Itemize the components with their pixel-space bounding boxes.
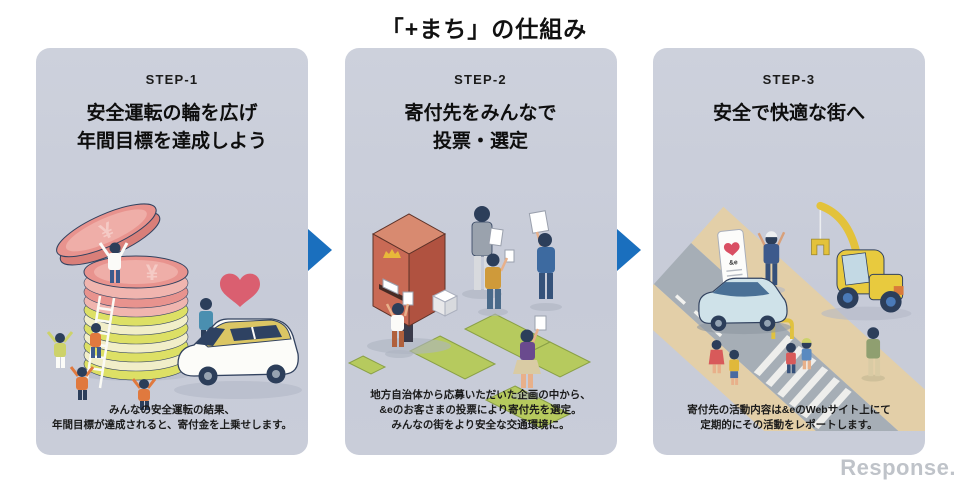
coin-stack-top-coin: ¥ bbox=[83, 255, 189, 289]
coin-stack-van-illustration: ¥ ¥ bbox=[46, 203, 302, 410]
step-2-caption: 地方自治体から応募いただいた企画の中から、 &eのお客さまの投票により寄付先を選… bbox=[345, 388, 617, 433]
helmet-icon bbox=[765, 231, 778, 238]
caption-line: 地方自治体から応募いただいた企画の中から、 bbox=[370, 389, 591, 401]
step-1-label: STEP-1 bbox=[145, 72, 199, 87]
cheering-person-left bbox=[46, 331, 74, 368]
cheering-person-lower-left bbox=[69, 366, 95, 400]
ballot-box bbox=[366, 213, 451, 354]
caption-line: みんなの街をより安全な交通環境に。 bbox=[391, 419, 570, 431]
cheering-person-front bbox=[131, 378, 157, 410]
step-3-heading: 安全で快適な街へ bbox=[653, 100, 925, 128]
heart-van bbox=[177, 273, 299, 386]
arrow-right-icon bbox=[616, 229, 641, 271]
caption-line: 寄付先の活動内容は&eのWebサイト上にて bbox=[687, 404, 891, 416]
parcel-box bbox=[431, 289, 458, 317]
child-yellow-shirt bbox=[729, 349, 740, 385]
page-title: 「+まち」の仕組み bbox=[380, 16, 588, 42]
tilted-coin: ¥ bbox=[56, 203, 161, 266]
voter-center bbox=[477, 249, 514, 316]
heading-line: 安全運転の輪を広げ bbox=[86, 103, 258, 124]
safe-street-illustration: &e bbox=[653, 201, 925, 431]
car bbox=[696, 277, 791, 335]
step-1-caption: みんなの安全運転の結果、 年間目標が達成されると、寄付金を上乗せします。 bbox=[36, 403, 308, 433]
ballot-voting-illustration bbox=[347, 206, 591, 429]
steps-row: STEP-1 安全運転の輪を広げ 年間目標を達成しよう bbox=[36, 48, 925, 455]
heart-icon bbox=[220, 273, 260, 307]
pedestrian-adult bbox=[861, 327, 885, 382]
arrow-right-icon bbox=[308, 229, 332, 271]
crane-truck bbox=[811, 201, 912, 321]
voter-right bbox=[528, 210, 562, 311]
crown-icon bbox=[382, 249, 401, 258]
step-card-1: STEP-1 安全運転の輪を広げ 年間目標を達成しよう bbox=[36, 48, 308, 455]
heading-line: 投票・選定 bbox=[432, 131, 528, 152]
ballot-paper bbox=[382, 278, 398, 295]
step-card-2: STEP-2 寄付先をみんなで 投票・選定 bbox=[344, 48, 617, 455]
watermark-logo: Response. bbox=[840, 455, 956, 480]
step-1-heading: 安全運転の輪を広げ 年間目標を達成しよう bbox=[36, 100, 308, 156]
voter-bottom bbox=[511, 315, 546, 400]
heading-line: 年間目標を達成しよう bbox=[76, 131, 267, 152]
step-2-label: STEP-2 bbox=[454, 72, 507, 87]
caption-line: みんなの安全運転の結果、 bbox=[109, 404, 235, 416]
step-3-caption: 寄付先の活動内容は&eのWebサイト上にて 定期的にその活動をレポートします。 bbox=[653, 403, 925, 433]
step-card-3: STEP-3 安全で快適な街へ bbox=[653, 48, 925, 455]
heading-line: 安全で快適な街へ bbox=[712, 103, 865, 124]
voter-left bbox=[384, 291, 413, 358]
arrow-gap-1 bbox=[308, 48, 345, 455]
caption-line: &eのお客さまの投票により寄付先を選定。 bbox=[379, 404, 582, 416]
svg-text:¥: ¥ bbox=[146, 260, 159, 285]
person-on-ladder bbox=[90, 323, 101, 358]
van-shadow bbox=[174, 381, 302, 399]
paper bbox=[487, 227, 504, 247]
crane-hook bbox=[811, 238, 830, 256]
children-on-crosswalk bbox=[786, 337, 812, 374]
arrow-gap-2 bbox=[616, 48, 654, 455]
caption-line: 年間目標が達成されると、寄付金を上乗せします。 bbox=[51, 419, 293, 431]
heart-icon bbox=[723, 242, 740, 256]
caption-line: 定期的にその活動をレポートします。 bbox=[700, 419, 878, 431]
crane-boom bbox=[816, 201, 861, 257]
step-2-heading: 寄付先をみんなで 投票・選定 bbox=[345, 100, 617, 156]
step-3-label: STEP-3 bbox=[762, 72, 816, 87]
svg-text:&e: &e bbox=[729, 259, 739, 267]
heading-line: 寄付先をみんなで bbox=[404, 103, 557, 124]
person-holding-coin bbox=[98, 242, 129, 283]
upper-sidewalk bbox=[691, 206, 925, 431]
child-red-dress bbox=[708, 339, 725, 374]
heart-signboard: &e bbox=[717, 229, 750, 293]
